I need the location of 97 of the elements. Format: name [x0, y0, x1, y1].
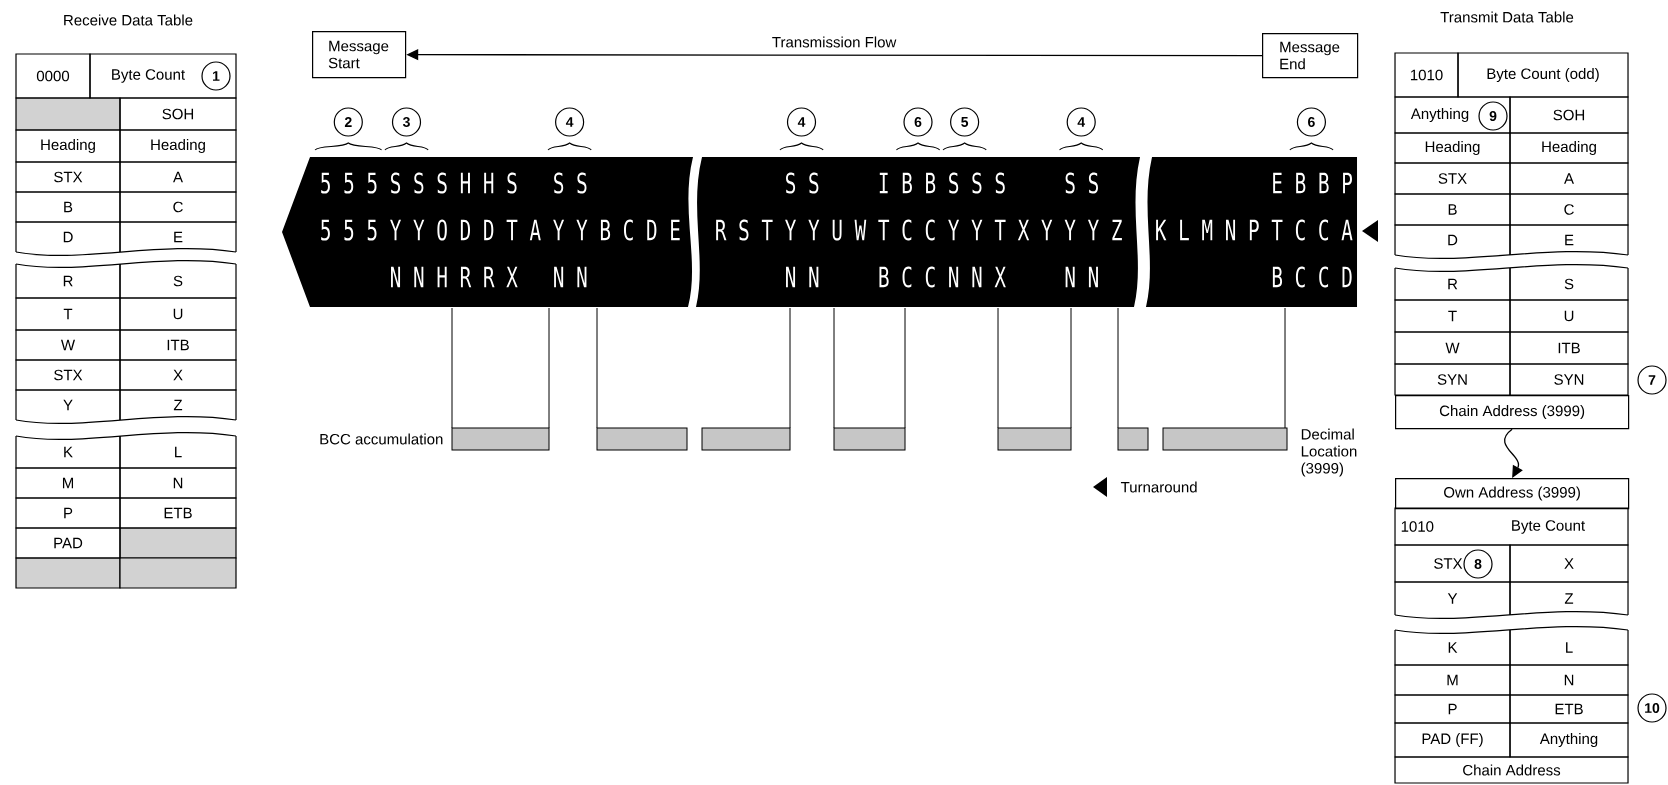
callout-number: 7 — [1637, 365, 1667, 395]
callout-number: 4 — [555, 107, 585, 137]
table-cell: W — [1394, 331, 1511, 365]
table-cell: M — [15, 467, 121, 499]
table-cell: Heading — [15, 129, 121, 163]
table-cell: STX — [15, 359, 121, 391]
character-sequence: S S — [554, 172, 587, 194]
character-sequence: 5 5 5 S S S H H S — [321, 172, 517, 194]
callout-number: 4 — [786, 107, 817, 137]
table-cell: S — [119, 263, 237, 299]
callout-number: 4 — [1066, 107, 1096, 137]
table-cell: Heading — [1394, 132, 1511, 164]
table-cell: Byte Count (odd) — [1457, 52, 1629, 98]
table-cell: X — [119, 359, 237, 391]
table-cell: L — [119, 435, 237, 469]
table-title: Receive Data Table — [64, 14, 193, 26]
table-cell: S — [1509, 267, 1629, 301]
character-sequence: K L M N P T C C A — [1156, 219, 1353, 241]
character-sequence: S S — [1065, 172, 1098, 194]
caption-text: Decimal Location (3999) — [1301, 428, 1357, 477]
character-sequence: I B B S S S — [879, 172, 1005, 194]
table-cell: C — [1509, 193, 1629, 226]
character-sequence: N N — [786, 266, 819, 288]
callout-number: 8 — [1463, 549, 1493, 579]
table-title: Transmit Data Table — [1440, 11, 1574, 23]
table-cell: E — [119, 221, 237, 253]
table-cell: ITB — [119, 329, 237, 361]
callout-number: 10 — [1637, 693, 1667, 723]
callout-number: 6 — [1296, 107, 1326, 137]
table-cell: T — [15, 297, 121, 331]
table-cell: R — [1394, 267, 1511, 301]
table-cell: Heading — [1509, 132, 1629, 164]
table-cell: SYN — [1509, 363, 1629, 396]
table-cell: W — [15, 329, 121, 361]
character-sequence: S S — [786, 172, 819, 194]
caption-text: BCC accumulation — [320, 433, 443, 445]
arrow — [1503, 428, 1523, 478]
table-cell: PAD — [15, 527, 121, 559]
table-cell: U — [119, 297, 237, 331]
callout-number: 2 — [333, 107, 363, 137]
table-cell: SYN — [1394, 363, 1511, 396]
table-cell: M — [1394, 664, 1511, 696]
table-cell: Chain Address (3999) — [1395, 395, 1630, 430]
table-cell: E — [1509, 224, 1629, 256]
table-cell: ETB — [1509, 694, 1629, 724]
message-box: Message End — [1262, 33, 1359, 79]
legend-label: Turnaround — [1120, 481, 1197, 493]
callout-number: 3 — [391, 107, 422, 137]
table-cell: T — [1394, 299, 1511, 333]
table-cell: B — [15, 191, 121, 223]
table-cell: L — [1509, 629, 1629, 666]
table-cell: Z — [1509, 581, 1629, 616]
table-cell: C — [119, 191, 237, 223]
character-sequence: 5 5 5 Y Y O D D T A Y Y B C D E — [321, 219, 680, 241]
table-cell: Heading — [119, 129, 237, 163]
table-cell: Chain Address — [1394, 756, 1629, 784]
callout-number: 6 — [903, 107, 933, 137]
character-sequence: N N — [554, 266, 587, 288]
message-box: Message Start — [312, 31, 407, 79]
table-cell: A — [119, 161, 237, 193]
table-cell: Y — [1394, 581, 1511, 616]
table-cell: Y — [15, 389, 121, 421]
callout-number: 5 — [950, 107, 980, 137]
edge-label: Transmission Flow — [769, 34, 899, 50]
table-cell: ETB — [119, 497, 237, 529]
table-cell: U — [1509, 299, 1629, 333]
table-cell: 1010 — [1394, 52, 1459, 98]
callout-number: 1 — [201, 61, 231, 91]
table-cell: ITB — [1509, 331, 1629, 365]
table-cell: N — [119, 467, 237, 499]
table-cell: R — [15, 263, 121, 299]
table-cell: N — [1509, 664, 1629, 696]
table-cell: Anything — [1509, 722, 1629, 758]
character-sequence: N N H R R X — [391, 266, 518, 288]
character-sequence: E B B P — [1273, 172, 1352, 194]
callout-number: 9 — [1478, 101, 1508, 131]
table-cell: P — [1394, 694, 1511, 724]
character-sequence: N N — [1065, 266, 1098, 288]
table-cell: K — [1394, 629, 1511, 666]
table-cell: SOH — [119, 97, 237, 131]
table-cell: PAD (FF) — [1394, 722, 1511, 758]
table-cell: A — [1509, 162, 1629, 195]
table-cell: STX — [15, 161, 121, 193]
character-sequence: B C C D — [1272, 266, 1352, 288]
table-cell: SOH — [1509, 96, 1629, 134]
table-cell: 0000 — [15, 53, 91, 99]
character-sequence: B C C N N X — [879, 266, 1006, 288]
table-cell: P — [15, 497, 121, 529]
table-cell: K — [15, 435, 121, 469]
table-cell: B — [1394, 193, 1511, 226]
table-cell: D — [1394, 224, 1511, 256]
table-cell: D — [15, 221, 121, 253]
table-cell: X — [1509, 544, 1629, 583]
table-cell: Own Address (3999) — [1395, 478, 1630, 510]
character-sequence: R S T Y Y U W T C C Y Y T X Y Y Y Z — [716, 219, 1122, 241]
table-cell: Z — [119, 389, 237, 421]
table-cell: STX — [1394, 162, 1511, 195]
